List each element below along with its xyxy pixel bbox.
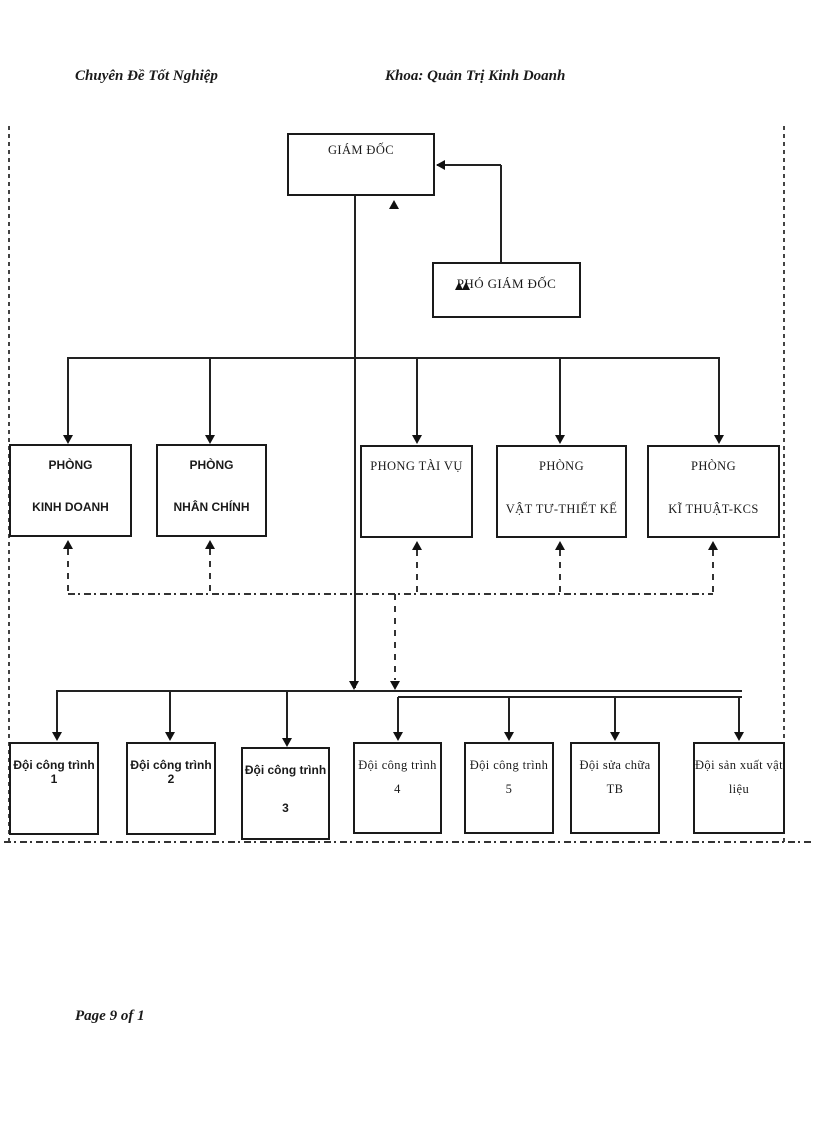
arrowhead-team-4 — [393, 732, 403, 741]
drop-dept-3 — [416, 357, 418, 435]
team-label-line2: liệu — [728, 782, 750, 796]
drop-team-4 — [397, 697, 399, 732]
team-rail-lower — [398, 696, 742, 698]
feedback-line-dept-1 — [67, 549, 69, 594]
arrowhead-feedback-dept-5 — [708, 541, 718, 550]
arrowhead-dept-4 — [555, 435, 565, 444]
team-box-cong-trinh-4: Đội công trình 4 — [353, 742, 442, 834]
dept-box-vat-tu-thiet-ke: PHÒNG VẬT TƯ-THIẾT KẾ — [496, 445, 627, 538]
team-box-cong-trinh-5: Đội công trình 5 — [464, 742, 554, 834]
team-label-line2: 4 — [394, 782, 401, 796]
dept-label-line1: PHÒNG — [189, 458, 234, 472]
team-label-line1: Đội công trình — [244, 763, 327, 777]
arrowhead-dept-5 — [714, 435, 724, 444]
connector-director-main-vertical — [354, 196, 356, 688]
feedback-line-dept-4 — [559, 550, 561, 594]
arrowhead-team-7 — [734, 732, 744, 741]
arrowhead-team-5 — [504, 732, 514, 741]
arrowhead-feedback-dept-4 — [555, 541, 565, 550]
arrowhead-director-to-team-rail — [349, 681, 359, 690]
dept-label-line2: KĨ THUẬT-KCS — [668, 502, 759, 516]
arrowhead-feedback-dept-1 — [63, 540, 73, 549]
drop-dept-5 — [718, 357, 720, 435]
dept-label-line1: PHÒNG — [690, 459, 737, 473]
arrowhead-into-director — [436, 160, 445, 170]
arrowhead-team-3 — [282, 738, 292, 747]
dept-box-kinh-doanh: PHÒNG KINH DOANH — [9, 444, 132, 537]
team-box-cong-trinh-1: Đội công trình 1 — [9, 742, 99, 835]
arrowhead-team-1 — [52, 732, 62, 741]
arrowhead-feedback-to-team-rail — [390, 681, 400, 690]
drop-team-7 — [738, 697, 740, 732]
dept-box-nhan-chinh: PHÒNG NHÂN CHÍNH — [156, 444, 267, 537]
feedback-line-dept-5 — [712, 550, 714, 594]
dept-box-ki-thuat-kcs: PHÒNG KĨ THUẬT-KCS — [647, 445, 780, 538]
dept-label-line2: KINH DOANH — [32, 500, 109, 514]
arrowhead-dept-1 — [63, 435, 73, 444]
deputy-arrow-glyph-icon — [462, 282, 470, 290]
director-box: GIÁM ĐỐC — [287, 133, 435, 196]
arrowhead-feedback-dept-2 — [205, 540, 215, 549]
arrowhead-dept-3 — [412, 435, 422, 444]
drop-team-2 — [169, 690, 171, 732]
team-label-line1: Đội công trình — [469, 758, 549, 772]
header-left-text: Chuyên Đề Tốt Nghiệp — [75, 68, 218, 84]
team-label-line1: Đội công trình 2 — [130, 758, 212, 786]
arrowhead-up-under-director — [389, 200, 399, 209]
feedback-rail — [68, 593, 713, 595]
feedback-line-dept-3 — [416, 550, 418, 594]
connector-deputy-horizontal — [437, 164, 501, 166]
deputy-director-label: PHÓ GIÁM ĐỐC — [456, 276, 557, 291]
page-number-text: Page 9 of 1 — [75, 1008, 145, 1024]
arrowhead-team-6 — [610, 732, 620, 741]
team-label-line1: Đội sửa chữa — [579, 758, 651, 772]
feedback-line-to-team-rail — [394, 594, 396, 680]
frame-border-bottom — [4, 841, 812, 843]
team-rail-upper — [57, 690, 742, 692]
team-label-line1: Đội sản xuất vật — [695, 758, 783, 772]
team-box-cong-trinh-3: Đội công trình 3 — [241, 747, 330, 840]
deputy-director-box: PHÓ GIÁM ĐỐC — [432, 262, 581, 318]
department-rail — [68, 357, 719, 359]
header-right-text: Khoa: Quản Trị Kinh Doanh — [385, 68, 566, 84]
drop-dept-4 — [559, 357, 561, 435]
drop-dept-1 — [67, 357, 69, 435]
deputy-arrow-glyph-icon — [455, 282, 463, 290]
dept-label-line2: VẬT TƯ-THIẾT KẾ — [505, 502, 618, 516]
drop-team-6 — [614, 697, 616, 732]
drop-dept-2 — [209, 357, 211, 435]
team-label-line2: 5 — [505, 782, 513, 796]
dept-label-line1: PHÒNG — [48, 458, 93, 472]
team-label-line2: TB — [606, 782, 624, 796]
team-box-san-xuat-vat-lieu: Đội sản xuất vật liệu — [693, 742, 785, 834]
arrowhead-team-2 — [165, 732, 175, 741]
team-box-sua-chua-tb: Đội sửa chữa TB — [570, 742, 660, 834]
arrowhead-dept-2 — [205, 435, 215, 444]
dept-label-line1: PHONG TÀI VỤ — [370, 459, 463, 473]
dept-box-tai-vu: PHONG TÀI VỤ — [360, 445, 473, 538]
arrowhead-feedback-dept-3 — [412, 541, 422, 550]
team-label-line1: Đội công trình — [358, 758, 437, 772]
team-box-cong-trinh-2: Đội công trình 2 — [126, 742, 216, 835]
drop-team-3 — [286, 690, 288, 738]
director-label: GIÁM ĐỐC — [327, 143, 395, 157]
drop-team-1 — [56, 690, 58, 732]
frame-border-right — [783, 126, 785, 845]
feedback-line-dept-2 — [209, 549, 211, 594]
connector-deputy-vertical — [500, 165, 502, 262]
team-label-line2: 3 — [282, 801, 289, 815]
dept-label-line1: PHÒNG — [538, 459, 585, 473]
team-label-line1: Đội công trình 1 — [13, 758, 95, 786]
dept-label-line2: NHÂN CHÍNH — [173, 500, 250, 514]
drop-team-5 — [508, 697, 510, 732]
